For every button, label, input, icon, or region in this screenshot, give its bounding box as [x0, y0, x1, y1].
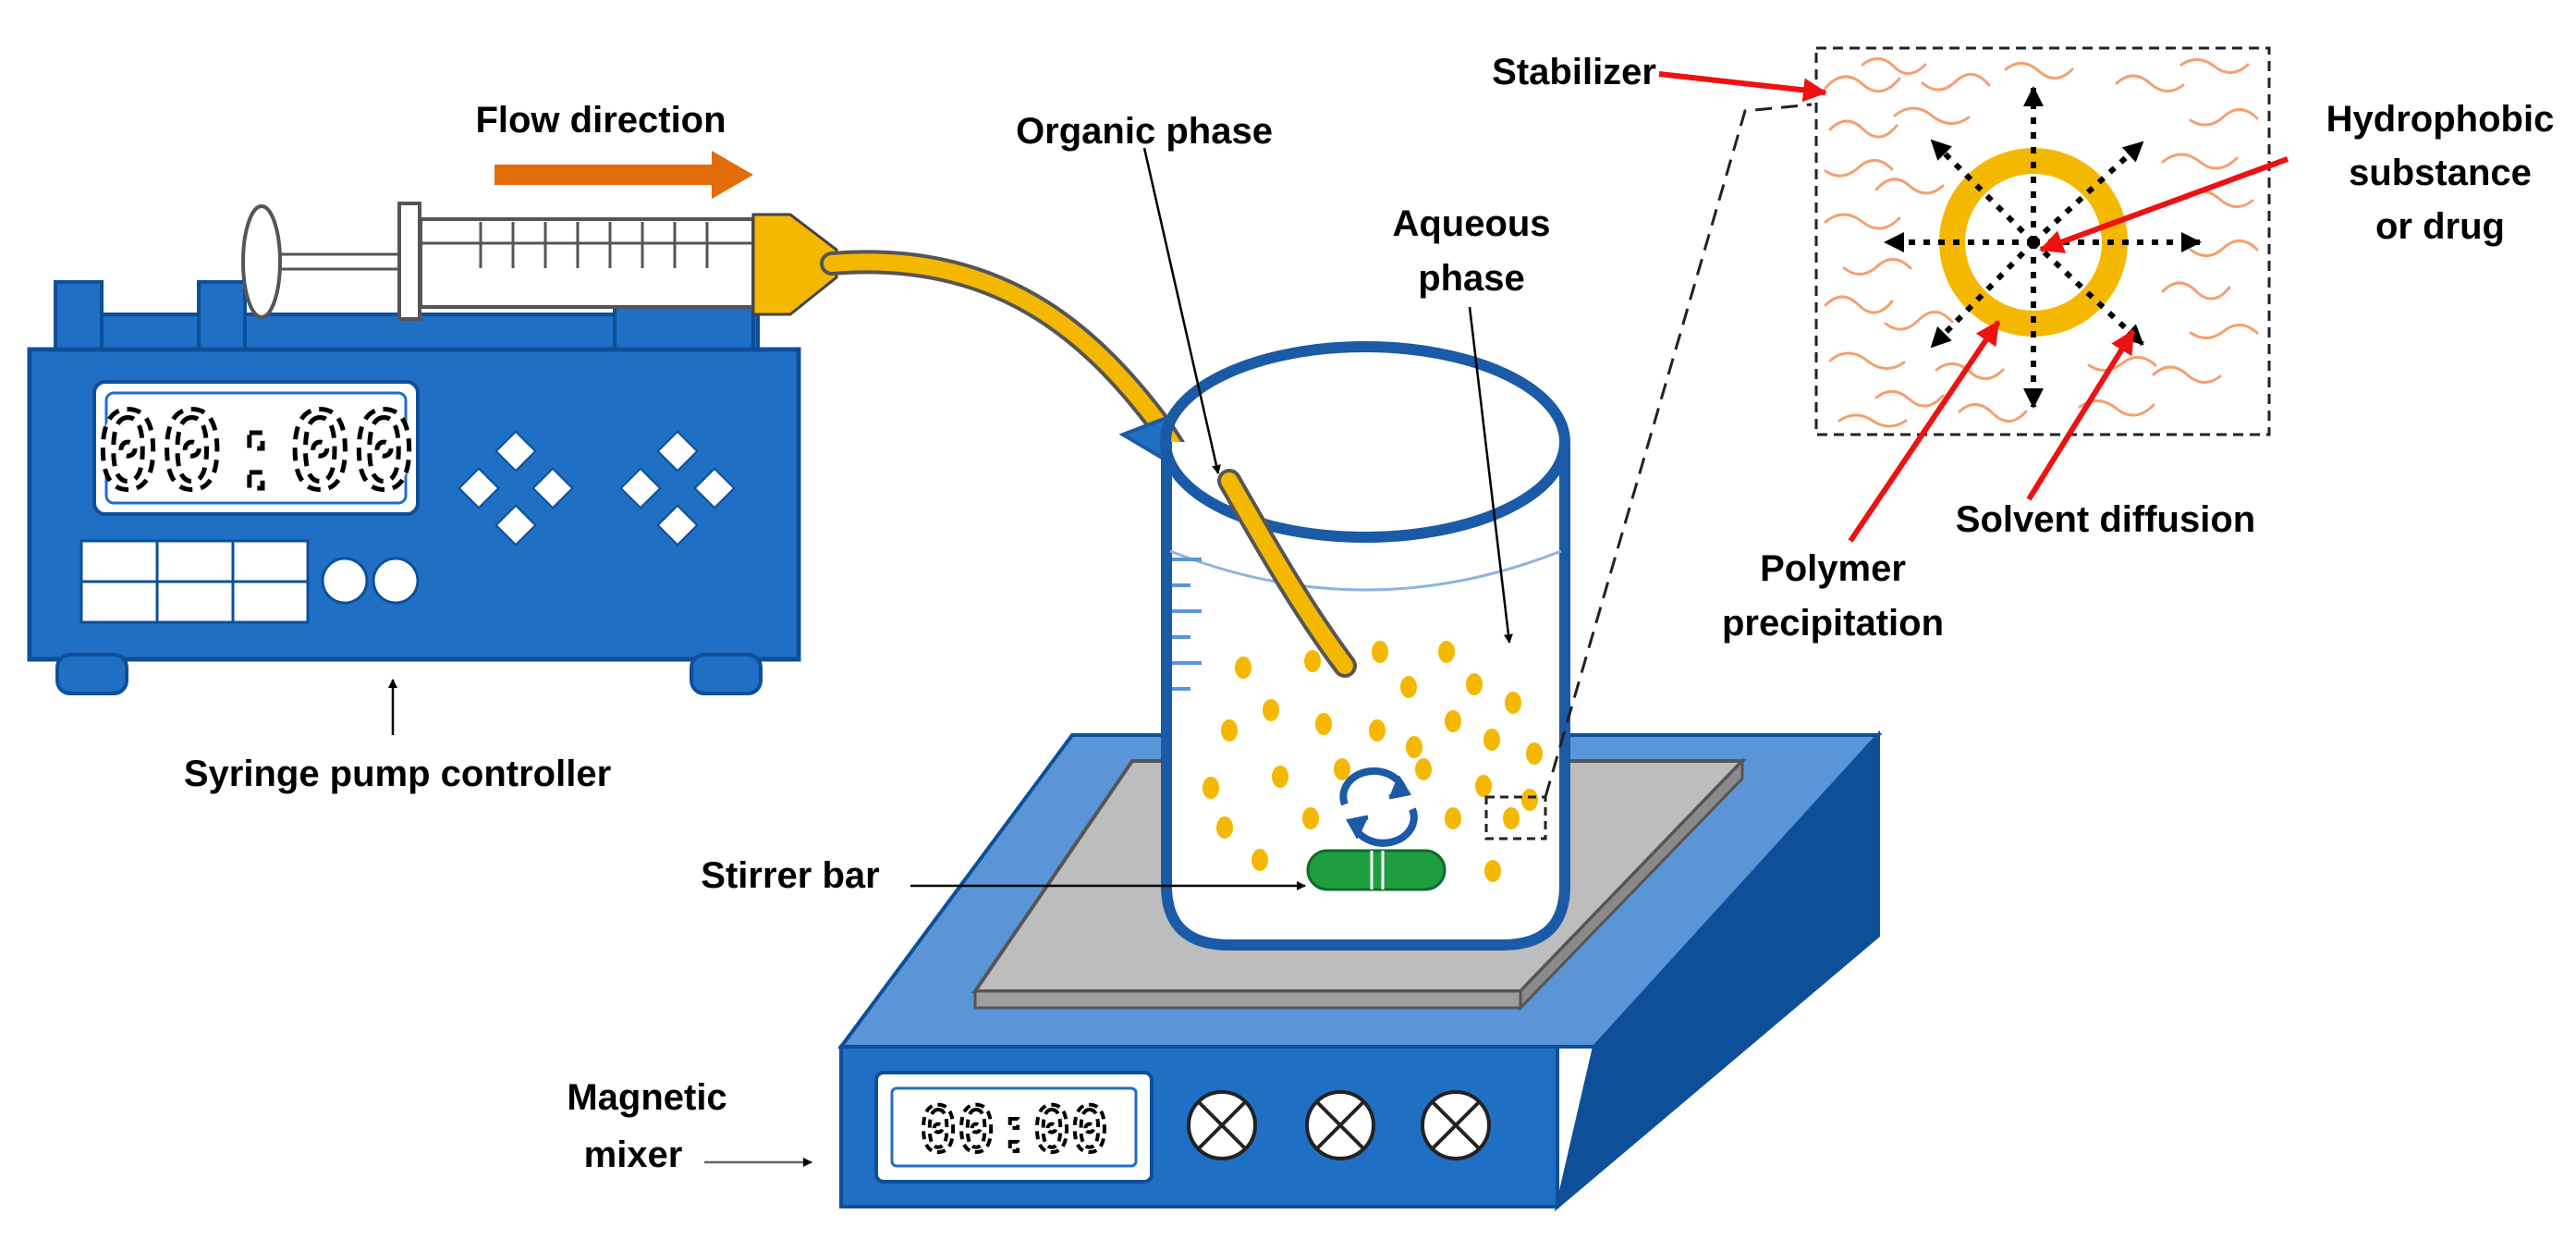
syringe-barrel: [419, 217, 755, 309]
label-polymer-line1: Polymer: [1760, 548, 1906, 589]
label-magnetic-line2: mixer: [584, 1135, 683, 1175]
stabilizer-arrow: [1658, 71, 1827, 103]
zoom-box: [1484, 795, 1547, 840]
label-flow-direction: Flow direction: [475, 100, 726, 141]
stabilizer-chains: [1824, 57, 2259, 428]
pump-foot-right: [690, 653, 763, 695]
label-stirrer-bar: Stirrer bar: [701, 855, 879, 896]
plunger-thumb: [241, 204, 282, 319]
organic-phase-pointer: [1142, 147, 1221, 474]
label-hydrophobic-line1: Hydrophobic: [2326, 99, 2555, 140]
labels: Flow direction Organic phase Aqueous pha…: [184, 52, 2554, 1175]
hydrophobic-arrow: [2039, 156, 2289, 253]
mixer-knob-1: [1187, 1090, 1257, 1160]
label-aqueous-line2: phase: [1418, 258, 1525, 299]
pump-display: [104, 391, 408, 505]
mixer-knob-3: [1421, 1090, 1491, 1160]
label-hydrophobic-line2: substance: [2349, 153, 2532, 193]
diffusion-arrows: [1884, 86, 2202, 409]
label-aqueous-line1: Aqueous: [1392, 203, 1550, 244]
pump-button-2: [372, 557, 420, 605]
pump-clamp-left: [54, 280, 104, 353]
label-syringe-pump: Syringe pump controller: [184, 754, 611, 794]
mixer-side: [1554, 730, 1880, 1212]
aqueous-surface: [1169, 549, 1562, 592]
nanoparticles: [1203, 641, 1543, 882]
syringe: [241, 202, 838, 321]
syringe-pump: 00:00: [27, 280, 801, 695]
label-stabilizer: Stabilizer: [1492, 52, 1656, 92]
polymer-arrow: [1848, 320, 2001, 543]
beaker-rim: [1160, 341, 1570, 543]
pump-foot-left: [55, 653, 128, 695]
annotation-arrows: [1658, 71, 2289, 543]
pump-button-1: [321, 557, 369, 605]
aqueous-phase-pointer: [1468, 306, 1513, 644]
beaker-graduations: [1172, 558, 1202, 691]
pump-clamp-mid: [197, 280, 247, 353]
zoom-connector: [1544, 103, 1813, 798]
rotation-icon: [1339, 767, 1418, 847]
mixer-display: [890, 1086, 1138, 1168]
beaker: [1118, 341, 1570, 951]
mixer-knob-2: [1305, 1090, 1375, 1160]
label-hydrophobic-line3: or drug: [2375, 206, 2505, 247]
label-polymer-line2: precipitation: [1722, 603, 1944, 644]
label-magnetic-line1: Magnetic: [567, 1077, 726, 1118]
pump-display-time: 00:00: [96, 390, 416, 514]
pump-dpad-left: [458, 430, 574, 546]
flow-direction-arrow: [494, 151, 753, 199]
mixer-display-time: 00:00: [920, 1094, 1109, 1167]
plunger-flange: [397, 202, 421, 321]
pump-dpad-right: [619, 430, 736, 546]
label-organic-phase: Organic phase: [1016, 111, 1273, 152]
inset-panel: [1814, 46, 2271, 436]
beaker-spout: [1118, 415, 1168, 464]
solvent-arrow: [2026, 329, 2136, 501]
stirrer-bar-shape: [1306, 849, 1447, 891]
label-solvent-diffusion: Solvent diffusion: [1956, 499, 2255, 540]
pointer-arrows: [388, 147, 1513, 1167]
syringe-nozzle: [751, 213, 838, 316]
